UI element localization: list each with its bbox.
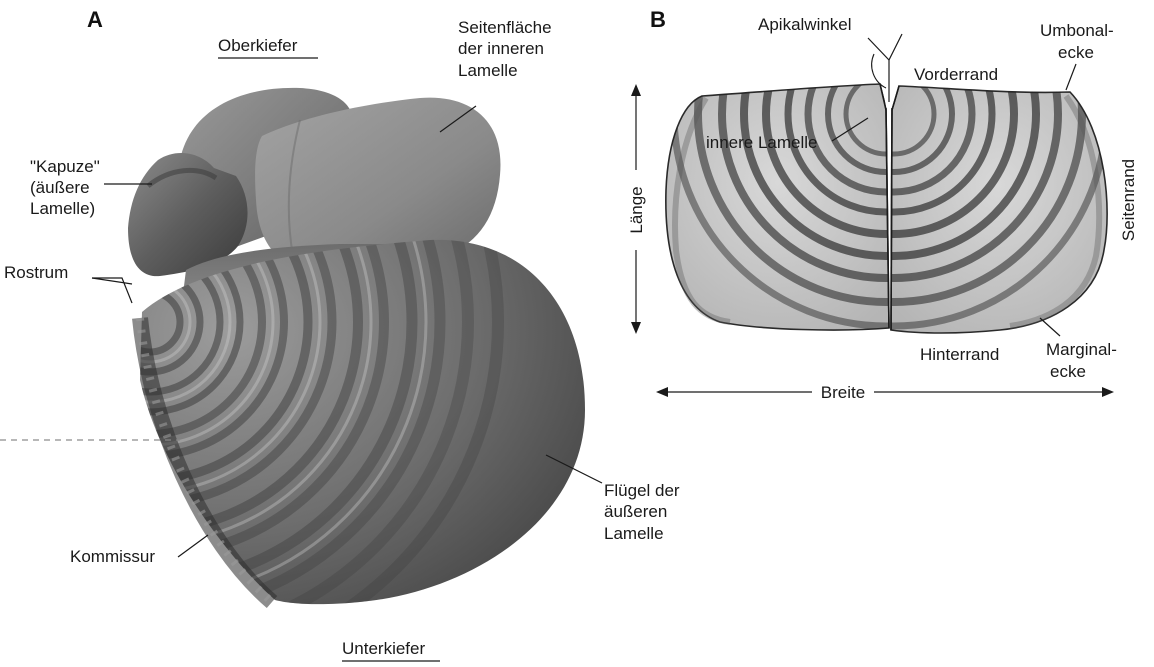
panel-label-a: A [87, 7, 103, 32]
label-fluegel-line3: Lamelle [604, 524, 664, 543]
leader-umbonalecke [1066, 64, 1076, 90]
label-seitenflaeche-line2: der inneren [458, 39, 544, 58]
label-fluegel-line1: Flügel der [604, 481, 680, 500]
label-umbonalecke-line1: Umbonal- [1040, 21, 1114, 40]
label-seitenflaeche-line1: Seitenfläche [458, 18, 552, 37]
label-apikalwinkel: Apikalwinkel [758, 15, 852, 34]
label-innere-lamelle: innere Lamelle [706, 133, 818, 152]
leader-rostrum-2 [92, 278, 132, 284]
label-kapuze-line2: (äußere [30, 178, 90, 197]
label-kapuze-line1: "Kapuze" [30, 157, 100, 176]
label-kapuze-line3: Lamelle) [30, 199, 95, 218]
leader-kommissur [178, 535, 208, 557]
label-umbonalecke-line2: ecke [1058, 43, 1094, 62]
label-unterkiefer: Unterkiefer [342, 639, 425, 658]
panel-label-b: B [650, 7, 666, 32]
label-marginalecke-line1: Marginal- [1046, 340, 1117, 359]
label-seitenrand: Seitenrand [1119, 159, 1138, 241]
jaw-outline-drawing [666, 0, 1107, 333]
leader-rostrum-1 [92, 278, 132, 303]
label-vorderrand: Vorderrand [914, 65, 998, 84]
label-marginalecke-line2: ecke [1050, 362, 1086, 381]
label-oberkiefer: Oberkiefer [218, 36, 298, 55]
label-breite: Breite [821, 383, 865, 402]
width-dimension-arrow [656, 387, 1114, 397]
label-hinterrand: Hinterrand [920, 345, 999, 364]
label-laenge: Länge [627, 186, 646, 233]
label-seitenflaeche-line3: Lamelle [458, 61, 518, 80]
label-rostrum: Rostrum [4, 263, 68, 282]
label-kommissur: Kommissur [70, 547, 155, 566]
label-fluegel-line2: äußeren [604, 502, 667, 521]
leader-marginalecke [1040, 318, 1060, 336]
